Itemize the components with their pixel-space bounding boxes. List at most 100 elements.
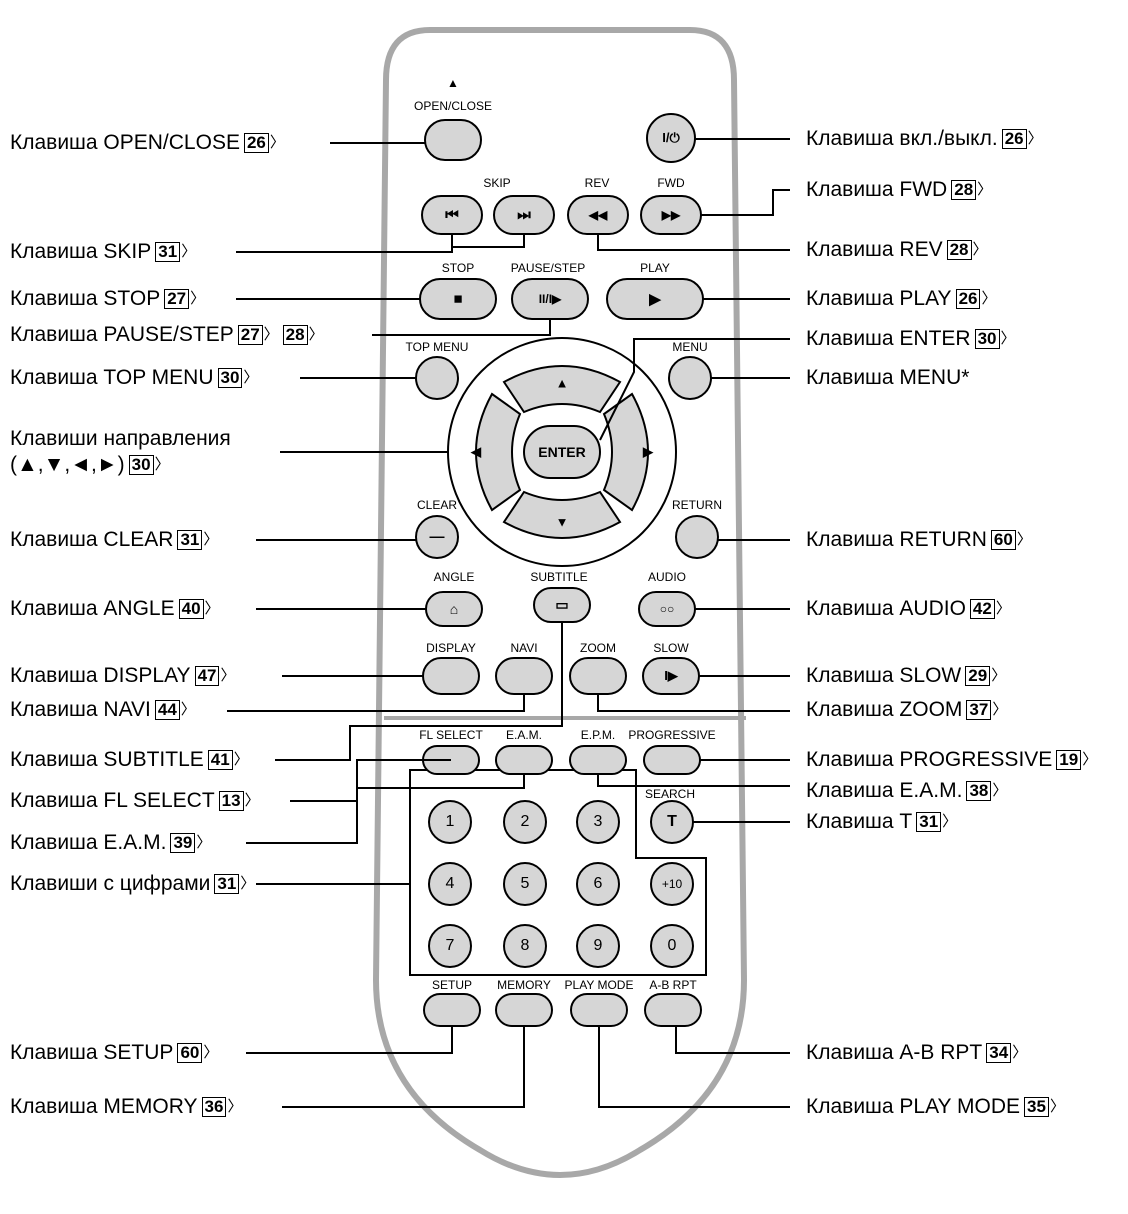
page-ref-arrow-icon: 〉	[995, 600, 1011, 618]
play-mode-button[interactable]	[570, 993, 628, 1027]
number-key-2[interactable]	[576, 800, 620, 844]
page-ref-arrow-icon: 〉	[233, 751, 249, 769]
rev-icon: ◀◀	[588, 208, 608, 222]
leader-line	[227, 694, 525, 712]
leader-line	[236, 234, 453, 253]
clear-button[interactable]	[415, 515, 459, 559]
callout-text: Клавиша OPEN/CLOSE	[10, 131, 240, 154]
stop-label: STOP	[441, 261, 475, 275]
page-ref-badge: 31〉	[177, 527, 218, 553]
callout-text: Клавиша SLOW	[806, 664, 962, 687]
page-ref-arrow-icon: 〉	[991, 667, 1007, 685]
right-button[interactable]	[602, 392, 649, 512]
number-key-1[interactable]	[503, 800, 547, 844]
page-ref-arrow-icon: 〉	[196, 834, 212, 852]
page-ref-arrow-icon: 〉	[204, 600, 220, 618]
page-number: 27	[237, 325, 263, 346]
epm-button[interactable]	[569, 745, 627, 775]
number-key-label-5: 6	[593, 875, 603, 892]
eam-button[interactable]	[495, 745, 553, 775]
page-number: 60	[177, 1043, 203, 1064]
leader-line	[246, 774, 525, 844]
page-ref-badge: 27〉	[164, 286, 205, 312]
number-key-label-7: 7	[445, 937, 455, 954]
page-number: 36	[201, 1097, 227, 1118]
page-ref-arrow-icon: 〉	[181, 243, 197, 261]
callout-text: Клавиши с цифрами	[10, 872, 211, 895]
zoom-button[interactable]	[569, 657, 627, 695]
page-ref-badge: 35〉	[1024, 1094, 1065, 1120]
ab-rpt-button[interactable]	[644, 993, 702, 1027]
navi-label: NAVI	[510, 641, 538, 655]
search-label: SEARCH	[644, 787, 696, 801]
page-number: 28	[946, 240, 972, 261]
up-button[interactable]	[502, 365, 622, 414]
enter-button[interactable]	[523, 425, 601, 479]
leader-line	[372, 319, 551, 336]
menu-button[interactable]	[668, 356, 712, 400]
setup-label: SETUP	[431, 978, 473, 992]
page-number: 31	[214, 874, 240, 895]
epm-label: E.P.M.	[580, 728, 616, 742]
callout-text: Клавиши направления	[10, 427, 231, 450]
page-ref-arrow-icon: 〉	[203, 531, 219, 549]
number-key-0[interactable]	[428, 800, 472, 844]
page-number: 34	[986, 1043, 1012, 1064]
audio-icon: ○○	[659, 602, 675, 616]
number-key-10[interactable]	[650, 924, 694, 968]
down-button[interactable]	[502, 490, 622, 539]
page-number: 35	[1024, 1097, 1049, 1118]
memory-label: MEMORY	[497, 978, 551, 992]
page-ref-arrow-icon: 〉	[203, 1044, 219, 1062]
setup-button[interactable]	[423, 993, 481, 1027]
page-ref-badge: 36〉	[201, 1094, 242, 1120]
slow-icon: I▶	[664, 668, 678, 683]
stop-icon: ■	[453, 290, 463, 308]
open-close-label: OPEN/CLOSE	[413, 99, 493, 113]
number-key-5[interactable]	[576, 862, 620, 906]
open-close-button[interactable]	[424, 119, 482, 161]
memory-button[interactable]	[495, 993, 553, 1027]
number-key-9[interactable]	[576, 924, 620, 968]
page-ref-arrow-icon: 〉	[977, 181, 993, 199]
page-ref-arrow-icon: 〉	[1082, 751, 1098, 769]
number-key-6[interactable]	[650, 862, 694, 906]
top-menu-button[interactable]	[415, 356, 459, 400]
audio-label: AUDIO	[647, 570, 687, 584]
leader-line	[290, 759, 451, 802]
page-ref-arrow-icon: 〉	[1016, 531, 1032, 549]
number-key-7[interactable]	[428, 924, 472, 968]
navi-button[interactable]	[495, 657, 553, 695]
progressive-button[interactable]	[643, 745, 701, 775]
callout-text: Клавиша вкл./выкл.	[806, 127, 998, 150]
leader-line	[452, 234, 525, 248]
number-key-4[interactable]	[503, 862, 547, 906]
skip-back-icon: ⏮	[445, 206, 459, 224]
page-ref-badge: 39〉	[170, 830, 211, 856]
return-button[interactable]	[675, 515, 719, 559]
subtitle-label: SUBTITLE	[530, 570, 588, 584]
number-key-label-6: +10	[661, 877, 683, 891]
left-button[interactable]	[475, 392, 522, 512]
page-ref-badge: 30〉	[217, 365, 258, 391]
number-key-8[interactable]	[503, 924, 547, 968]
page-ref-badge: 37〉	[966, 697, 1007, 723]
page-number: 38	[966, 781, 992, 802]
slow-label: SLOW	[653, 641, 689, 655]
number-key-3[interactable]	[428, 862, 472, 906]
display-button[interactable]	[422, 657, 480, 695]
page-ref-badge: 28〉	[951, 177, 992, 203]
number-key-label-10: 0	[667, 937, 677, 954]
page-number: 31	[916, 812, 942, 833]
page-ref-arrow-icon: 〉	[992, 701, 1008, 719]
page-number: 30	[974, 329, 1000, 350]
number-key-label-1: 2	[520, 813, 530, 830]
